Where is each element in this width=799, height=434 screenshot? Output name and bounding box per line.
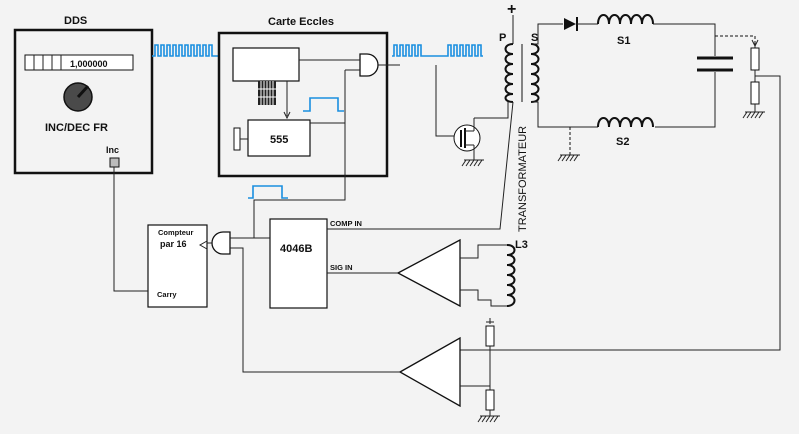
- timer-555: [247, 119, 311, 157]
- mosfet-switch: [453, 124, 481, 153]
- s1-label: S1: [617, 35, 630, 47]
- dds-title: DDS: [64, 15, 87, 27]
- and-gate-lower: [211, 231, 231, 255]
- diode: [564, 17, 598, 31]
- pulse-waveform-feedback: [248, 185, 288, 199]
- inc-label: Inc: [106, 145, 119, 155]
- l3-label: L3: [515, 239, 528, 251]
- s2-label: S2: [616, 136, 629, 148]
- inc-dec-label: INC/DEC FR: [45, 122, 108, 134]
- ground-mosfet: [461, 153, 484, 167]
- and-gate: [359, 53, 379, 77]
- primary-label: P: [499, 32, 506, 44]
- pulse-waveform-internal: [303, 97, 344, 112]
- secondary-label: S: [531, 32, 538, 44]
- counter-label-line2: par 16: [160, 239, 187, 249]
- counter-div16: Compteur par 16 Carry: [147, 224, 208, 308]
- carry-label: Carry: [157, 290, 177, 299]
- inc-terminal: [109, 157, 120, 168]
- coil-s2: [597, 117, 654, 128]
- gated-output-waveform: [392, 44, 483, 57]
- dds-module: DDS 1,000000 INC/DEC FR Inc: [13, 15, 154, 175]
- transformer-label: TRANSFORMATEUR: [517, 126, 529, 232]
- amplifier-sig: [396, 238, 461, 308]
- voltage-divider: [742, 44, 765, 119]
- timer-555-label: 555: [270, 134, 288, 146]
- frequency-counter-display: 1,000000: [24, 54, 134, 71]
- ground-secondary: [557, 127, 580, 162]
- amplifier-feedback: [398, 336, 461, 408]
- divider-ic: [232, 47, 300, 82]
- coil-l3: [506, 244, 516, 307]
- pin-header: [258, 81, 276, 105]
- probe-dashed-line: [715, 35, 756, 44]
- tuning-knob: [63, 82, 93, 112]
- plus-terminal: +: [507, 1, 516, 18]
- pll-4046b: 4046B: [269, 218, 328, 309]
- frequency-counter-value: 1,000000: [70, 59, 108, 69]
- counter-label-line1: Compteur: [158, 228, 193, 237]
- pll-label: 4046B: [280, 243, 312, 255]
- tank-capacitor: [697, 56, 733, 72]
- comp-in-label: COMP IN: [330, 219, 362, 228]
- trim-resistor: [233, 127, 241, 151]
- coil-s1: [597, 14, 654, 25]
- primary-coil: [504, 43, 514, 103]
- secondary-coil: [530, 43, 540, 103]
- eccles-card: Carte Eccles 555: [217, 16, 400, 178]
- card-title: Carte Eccles: [268, 16, 334, 28]
- feedback-resistors: [477, 318, 500, 423]
- dds-output-waveform: [152, 44, 220, 57]
- sig-in-label: SIG IN: [330, 263, 353, 272]
